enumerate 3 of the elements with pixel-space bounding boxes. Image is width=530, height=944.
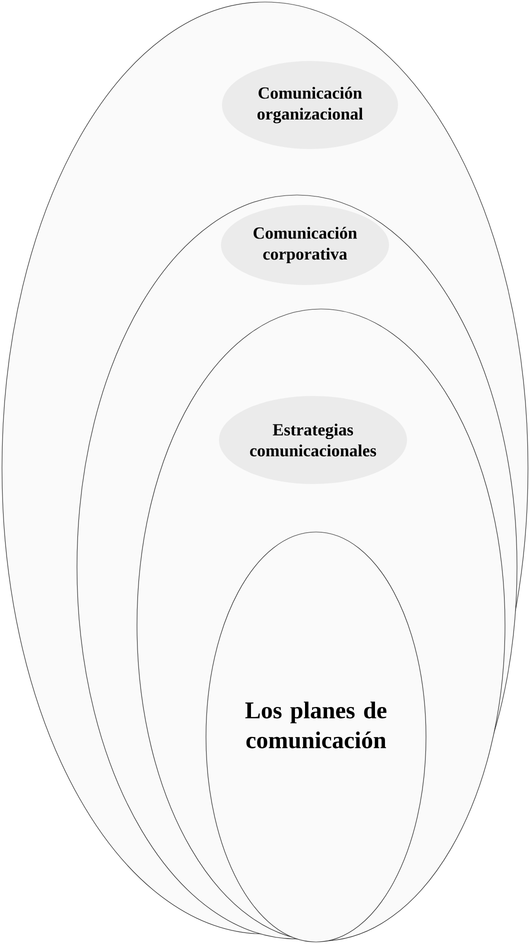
node-label: Comunicación corporativa [254,226,357,264]
node-label: Estrategias comunicacionales [250,424,376,456]
node-label: Los planes de comunicación [245,702,386,748]
